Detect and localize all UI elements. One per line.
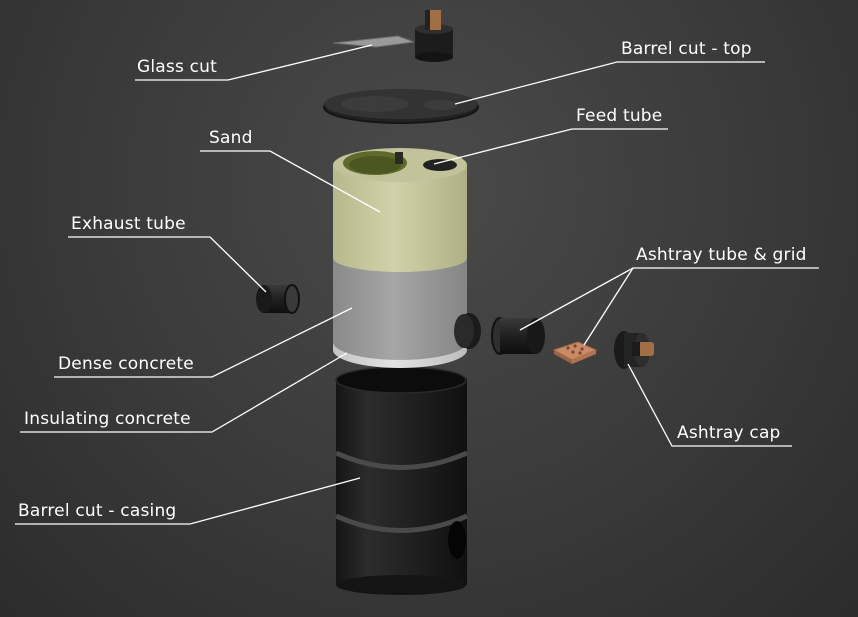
ring-hole-large	[341, 96, 409, 112]
leader-ashtray-grid	[583, 267, 634, 346]
barrel-cut-top-ring	[323, 89, 479, 124]
ring-hole-small	[424, 100, 458, 110]
ashtray-grid-part	[552, 341, 598, 364]
exhaust-tube-part	[256, 284, 300, 314]
glass-cut-part	[332, 10, 453, 62]
leader-insulating-concrete	[20, 352, 348, 433]
leader-lines	[15, 44, 819, 525]
dense-concrete-layer	[333, 258, 481, 360]
leader-barrel-cut-top	[454, 61, 765, 105]
casing-rib-upper	[334, 450, 469, 470]
ashtray-cap-part	[614, 331, 654, 369]
sand-layer	[333, 148, 467, 272]
label-dense-concrete: Dense concrete	[58, 354, 194, 374]
leader-feed-tube	[433, 128, 668, 165]
label-ashtray-tube-grid: Ashtray tube & grid	[636, 245, 807, 265]
glass-cut-sheet	[332, 35, 415, 48]
leader-dense-concrete	[54, 307, 353, 378]
casing-top-opening	[335, 366, 467, 394]
casing-side-hole	[448, 521, 466, 559]
ashtray-tube-part	[491, 317, 545, 355]
ashtray-cap-handle	[636, 342, 654, 356]
label-feed-tube: Feed tube	[576, 106, 663, 126]
label-ashtray-cap: Ashtray cap	[677, 423, 781, 443]
leader-glass-cut	[135, 44, 373, 81]
leader-ashtray-tube	[519, 267, 819, 331]
combustion-slot	[395, 152, 403, 164]
label-glass-cut: Glass cut	[137, 57, 218, 77]
label-barrel-cut-casing: Barrel cut - casing	[18, 501, 177, 521]
leader-barrel-cut-casing	[15, 477, 361, 525]
leader-exhaust-tube	[68, 236, 267, 293]
leader-ashtray-cap	[627, 363, 792, 447]
feed-tube-hole	[423, 159, 457, 171]
label-exhaust-tube: Exhaust tube	[71, 214, 186, 234]
leader-sand	[200, 150, 381, 213]
label-insulating-concrete: Insulating concrete	[24, 409, 191, 429]
barrel-cut-casing-part	[334, 366, 469, 595]
label-barrel-cut-top: Barrel cut - top	[621, 39, 752, 59]
glass-cut-handle-shadow	[425, 10, 430, 30]
label-sand: Sand	[209, 128, 253, 148]
glass-cut-cylinder-bottom	[415, 52, 453, 62]
casing-rib-lower	[334, 513, 469, 533]
